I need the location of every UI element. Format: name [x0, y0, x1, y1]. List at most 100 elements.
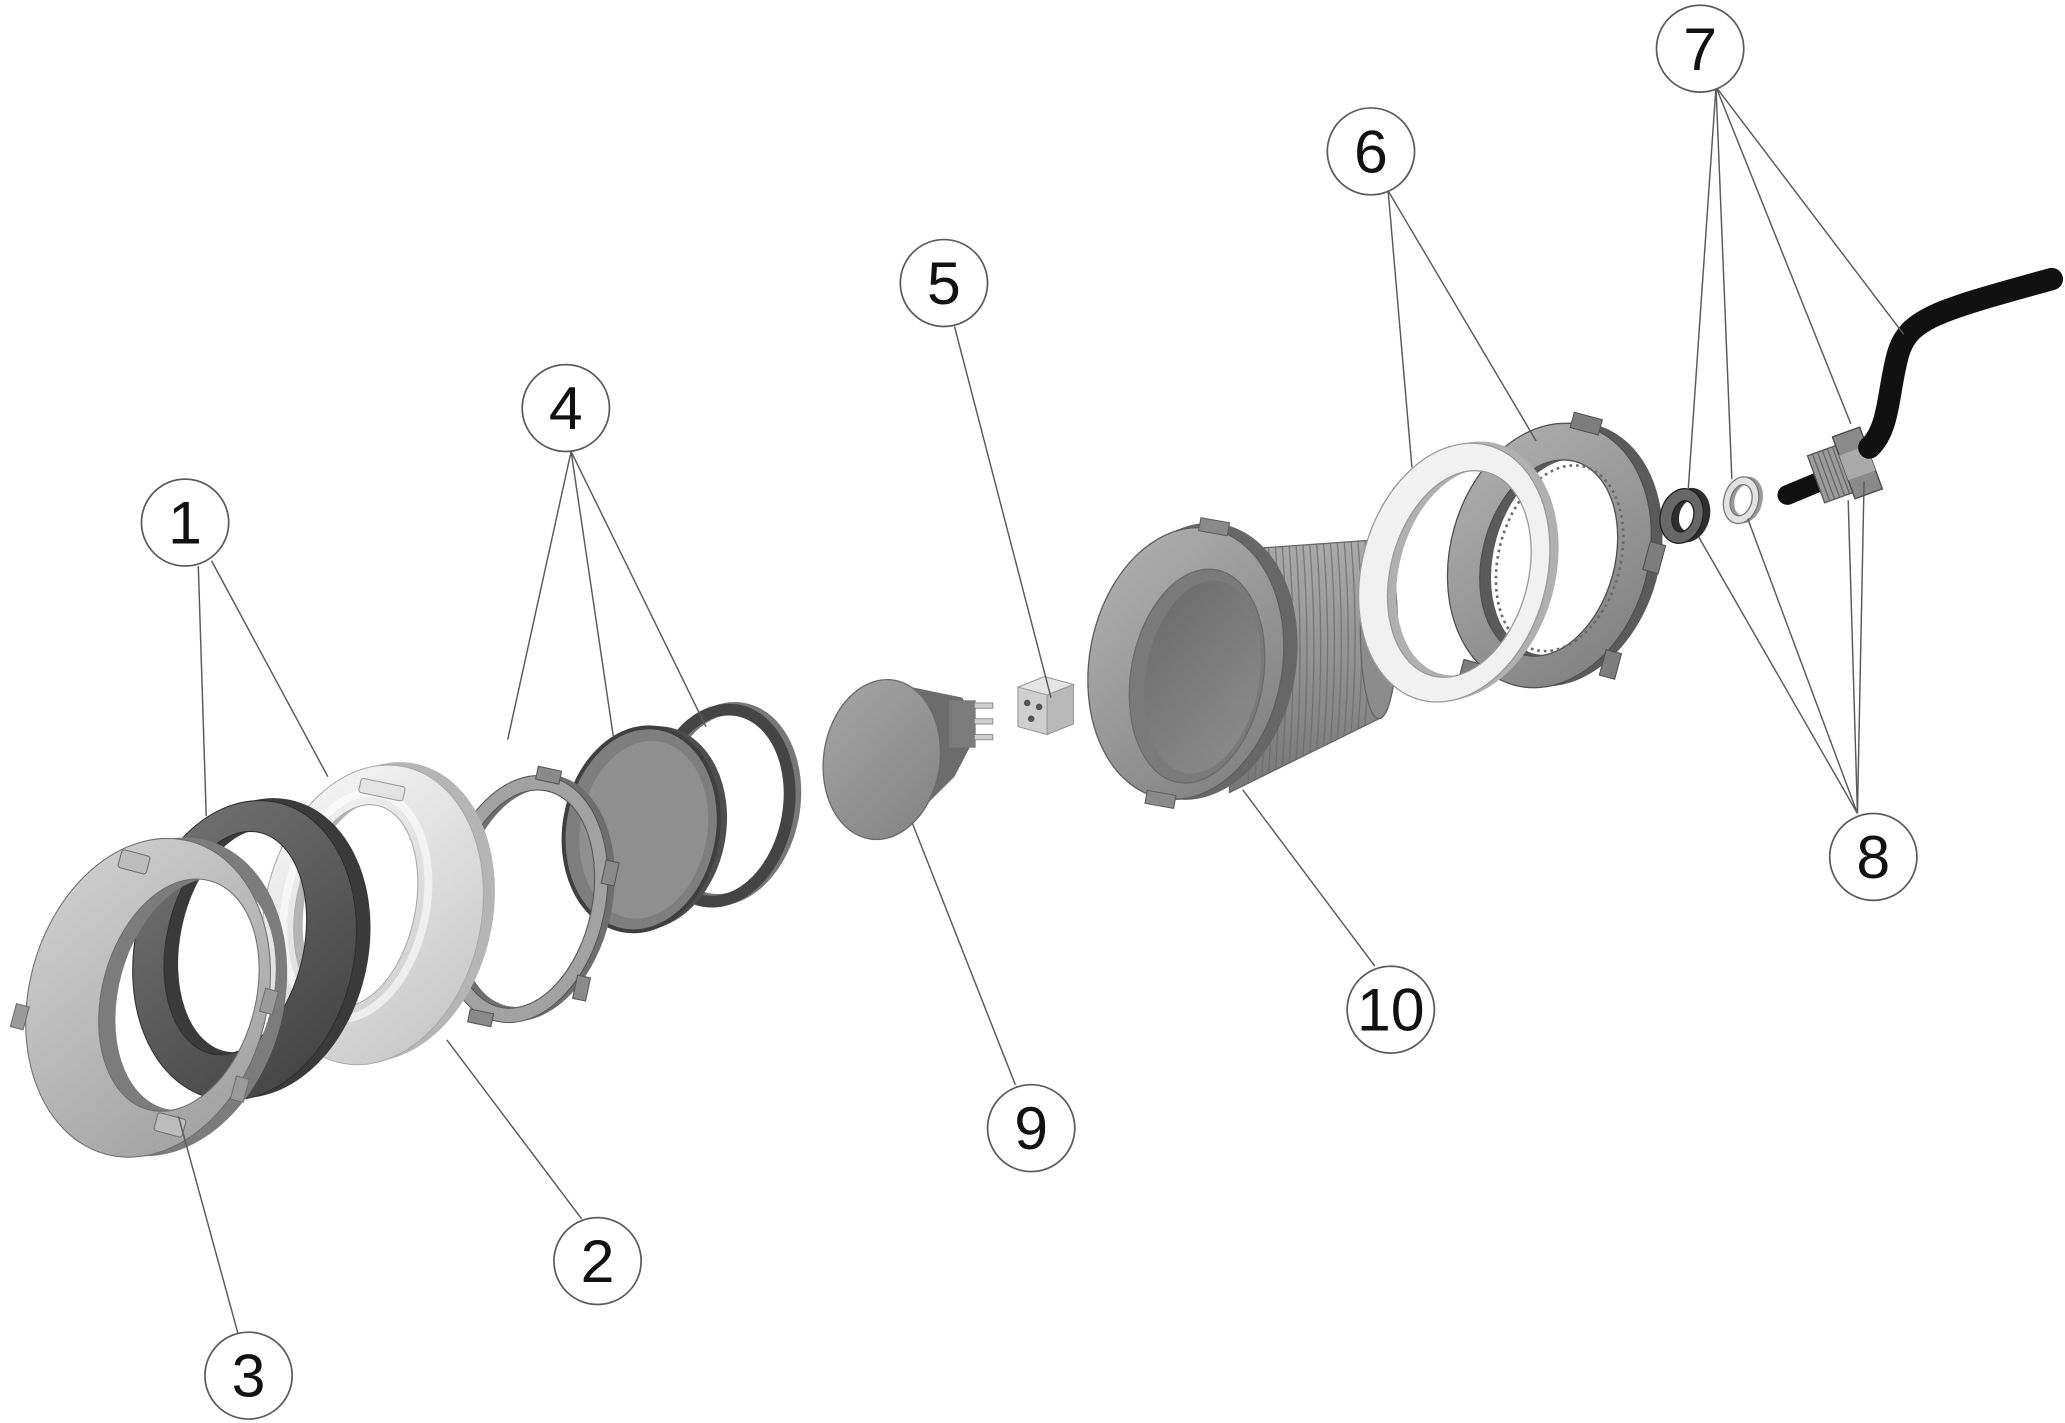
- cable-gland-thread-line: [1816, 451, 1836, 500]
- flat-gasket-face: [1357, 442, 1551, 703]
- retaining-ring-tab: [571, 974, 592, 1002]
- power-cable-stub: [1777, 471, 1830, 505]
- lamp-face: [822, 678, 942, 841]
- thread-line: [1343, 542, 1349, 736]
- leader-line-1: [210, 560, 329, 778]
- housing-flange-tab: [1198, 517, 1231, 537]
- front-clamp-ring-tab: [229, 1075, 250, 1103]
- leader-line-4: [570, 451, 615, 738]
- connector-block: [1016, 676, 1076, 736]
- cable-gland-thread: [1806, 444, 1856, 504]
- flat-gasket: [1357, 441, 1559, 703]
- callout-3: 3: [204, 1331, 294, 1420]
- leader-line-6: [1387, 190, 1537, 442]
- retaining-ring-tab: [534, 765, 563, 785]
- lock-nut-face: [1446, 422, 1653, 689]
- callout-circle: [899, 238, 989, 328]
- callout-6: 6: [1326, 107, 1416, 196]
- cable-gland-thread-line: [1821, 450, 1841, 498]
- retaining-ring-tab: [600, 859, 620, 887]
- lock-nut-tab: [1642, 540, 1667, 575]
- thread-line: [1329, 543, 1336, 743]
- front-clamp-ring-logo-mark: [153, 1112, 187, 1138]
- thread-line: [1302, 545, 1308, 757]
- housing-flange: [1087, 517, 1298, 809]
- thread-line: [1309, 544, 1315, 753]
- leader-line-7: [1715, 86, 1733, 480]
- cable-gland-thread-line: [1826, 448, 1846, 496]
- callout-number: 7: [1683, 15, 1717, 83]
- leader-line-1: [197, 566, 207, 817]
- callout-number: 3: [232, 1342, 266, 1410]
- leader-line-10: [1242, 789, 1376, 967]
- leader-line-9: [911, 822, 1016, 1085]
- thread-line: [1316, 544, 1322, 750]
- lamp-pin: [973, 734, 994, 741]
- callout-8: 8: [1828, 812, 1918, 902]
- lens: [561, 725, 728, 934]
- callout-7: 7: [1655, 4, 1745, 94]
- lamp-neck: [949, 700, 976, 748]
- lock-nut: [1446, 411, 1667, 689]
- thread-line: [1322, 543, 1329, 747]
- callout-circle: [1326, 107, 1416, 196]
- callout-circle: [204, 1331, 294, 1420]
- callout-5: 5: [899, 238, 989, 328]
- lock-nut-inner-thread: [1494, 464, 1625, 653]
- callout-number: 4: [549, 374, 583, 442]
- callout-circle: [140, 478, 230, 567]
- leader-line-4: [570, 451, 707, 727]
- leader-line-5: [953, 326, 1052, 698]
- niche-housing: [1087, 517, 1399, 809]
- cable-nut: [1659, 487, 1711, 544]
- callout-9: 9: [986, 1083, 1076, 1173]
- front-clamp-ring-face: [25, 837, 271, 1158]
- leader-line-8: [1847, 500, 1859, 814]
- leader-line-6: [1387, 190, 1413, 468]
- front-clamp-ring: [9, 837, 288, 1158]
- callout-4: 4: [521, 363, 611, 453]
- lock-nut-tab: [1569, 411, 1604, 436]
- leader-line-2: [446, 1039, 583, 1220]
- leader-line-4: [506, 451, 572, 740]
- leader-line-7: [1687, 86, 1717, 490]
- leader-line-8: [1856, 481, 1865, 814]
- power-cable: [1858, 267, 2064, 459]
- callout-1: 1: [140, 478, 230, 567]
- connector-pin-hole: [1023, 699, 1031, 707]
- leader-line-7: [1715, 86, 1905, 335]
- leader-lines: [177, 86, 1905, 1334]
- callout-number: 1: [168, 489, 202, 557]
- connector-front-face: [1017, 686, 1048, 736]
- thread-line: [1336, 542, 1342, 740]
- housing-flange-tab: [1144, 789, 1177, 809]
- cable-gland: [1777, 267, 2064, 505]
- callout-circle: [521, 363, 611, 453]
- callout-number: 8: [1856, 823, 1890, 891]
- cable-gland-thread-line: [1811, 453, 1831, 502]
- connector-pin-hole: [1027, 715, 1035, 723]
- callout-10: 10: [1346, 965, 1436, 1054]
- callout-number: 2: [581, 1227, 615, 1295]
- lamp-pin: [973, 702, 994, 709]
- front-clamp-ring-tab: [9, 1002, 30, 1031]
- callout-circle: [1828, 812, 1918, 902]
- front-clamp-ring-tab: [258, 987, 280, 1016]
- callout-circle: [553, 1216, 643, 1306]
- lamp-pin: [973, 718, 994, 725]
- callout-circle: [1655, 4, 1745, 94]
- callout-number: 5: [927, 249, 961, 317]
- led-lamp: [822, 678, 994, 841]
- cable-washer-face: [1722, 476, 1760, 525]
- trim-ring-label-plate: [358, 777, 406, 802]
- front-clamp-ring-logo-mark: [117, 849, 151, 875]
- thread-line: [1350, 541, 1356, 733]
- connector-pin-hole: [1035, 703, 1043, 711]
- retaining-ring-tab: [466, 1008, 495, 1028]
- connector-side-face: [1046, 683, 1075, 736]
- callout-number: 6: [1354, 118, 1388, 186]
- leader-line-8: [1747, 518, 1859, 814]
- housing-inner-bore: [1143, 580, 1261, 774]
- leader-line-7: [1715, 86, 1852, 425]
